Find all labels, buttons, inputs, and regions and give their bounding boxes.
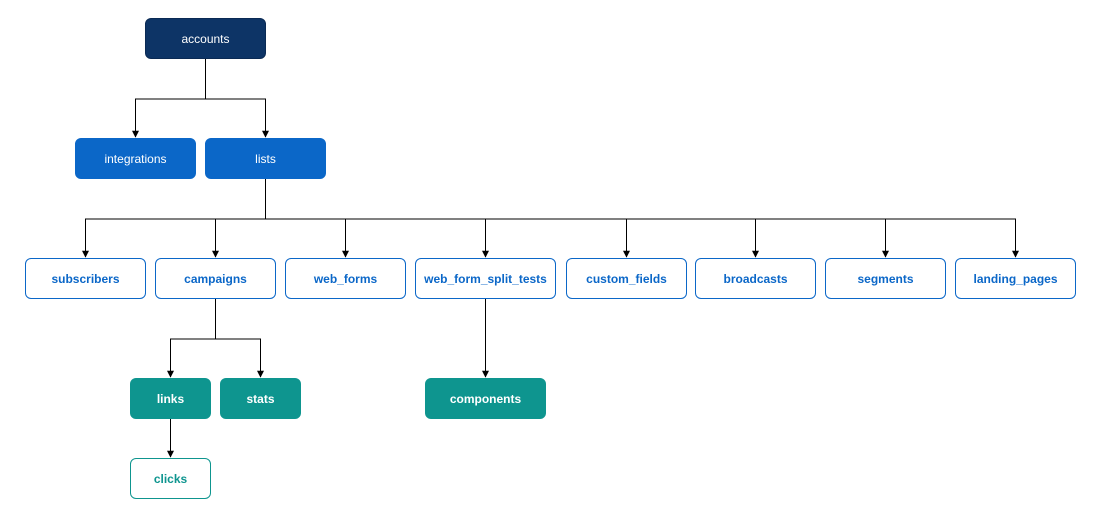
node-custom-fields[interactable]: custom_fields: [566, 258, 687, 299]
edge-lists-to-web-forms: [265, 179, 349, 258]
edge-lists-to-campaigns: [212, 179, 266, 258]
edge-lists-to-landing-pages: [265, 179, 1019, 258]
node-lists[interactable]: lists: [205, 138, 326, 179]
node-segments[interactable]: segments: [825, 258, 946, 299]
node-subscribers[interactable]: subscribers: [25, 258, 146, 299]
edge-lists-to-web-form-split-tests: [265, 179, 489, 258]
edge-lists-to-broadcasts: [265, 179, 759, 258]
edge-accounts-to-lists: [205, 59, 269, 138]
node-clicks[interactable]: clicks: [130, 458, 211, 499]
node-components[interactable]: components: [425, 378, 546, 419]
edge-lists-to-custom-fields: [265, 179, 630, 258]
node-campaigns[interactable]: campaigns: [155, 258, 276, 299]
edge-campaigns-to-stats: [215, 299, 264, 378]
edge-campaigns-to-links: [167, 299, 216, 378]
edge-lists-to-segments: [265, 179, 889, 258]
node-web-form-split-tests[interactable]: web_form_split_tests: [415, 258, 556, 299]
node-accounts[interactable]: accounts: [145, 18, 266, 59]
node-stats[interactable]: stats: [220, 378, 301, 419]
node-integrations[interactable]: integrations: [75, 138, 196, 179]
edge-lists-to-subscribers: [82, 179, 266, 258]
edge-accounts-to-integrations: [132, 59, 206, 138]
node-broadcasts[interactable]: broadcasts: [695, 258, 816, 299]
node-landing-pages[interactable]: landing_pages: [955, 258, 1076, 299]
node-links[interactable]: links: [130, 378, 211, 419]
node-web-forms[interactable]: web_forms: [285, 258, 406, 299]
